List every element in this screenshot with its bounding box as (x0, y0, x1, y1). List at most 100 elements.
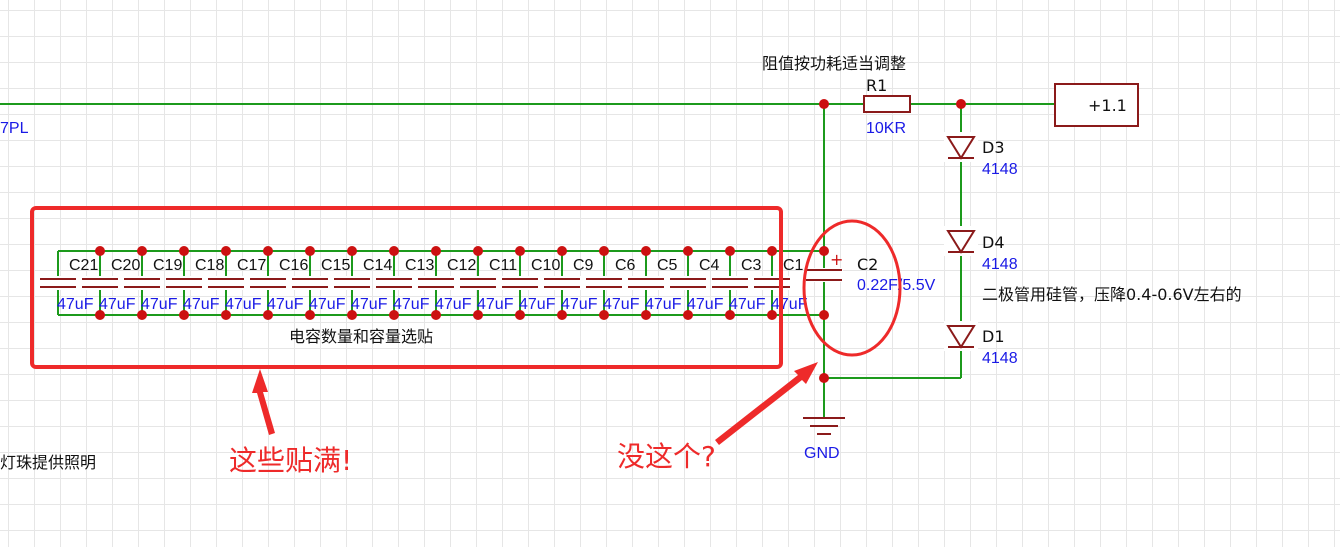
capacitor-designator: C5 (657, 257, 678, 274)
junction-dot (347, 310, 357, 320)
capacitor-designator: C17 (237, 257, 266, 274)
junction-dot (819, 373, 829, 383)
junction-dot (221, 246, 231, 256)
r1-designator: R1 (866, 76, 887, 95)
gnd-label: GND (804, 445, 840, 462)
capacitor-designator: C4 (699, 257, 720, 274)
d4-designator: D4 (982, 233, 1005, 252)
capacitor-c11: C11 47uF (459, 246, 517, 320)
capacitor-bank: C2147uFC2047uFC1947uFC1847uFC1747uFC1647… (39, 246, 808, 320)
capacitor-value: 47uF (99, 296, 136, 313)
capacitor-c17: C17 47uF (207, 246, 266, 320)
c2-capacitor (805, 268, 843, 282)
junction-dot (179, 310, 189, 320)
capacitor-c15: C15 47uF (291, 246, 350, 320)
junction-dot (473, 310, 483, 320)
junction-dot (819, 246, 829, 256)
capacitor-value: 47uF (57, 296, 94, 313)
d3-designator: D3 (982, 138, 1005, 157)
junction-dot (305, 246, 315, 256)
capacitor-designator: C10 (531, 257, 560, 274)
junction-dot (137, 246, 147, 256)
capacitor-c21: C21 47uF (39, 251, 98, 315)
lamp-note: 灯珠提供照明 (0, 453, 96, 472)
capacitor-designator: C19 (153, 257, 182, 274)
capacitor-designator: C1 (783, 257, 804, 274)
junction-dot (431, 246, 441, 256)
c2-polarity-mark: + (830, 250, 843, 269)
capacitor-value: 47uF (309, 296, 346, 313)
annotation-fill-all: 这些贴满! (229, 444, 352, 477)
junction-dot (263, 246, 273, 256)
c2-designator: C2 (857, 255, 878, 274)
capacitor-value: 47uF (519, 296, 556, 313)
capacitor-value: 47uF (435, 296, 472, 313)
capacitor-designator: C9 (573, 257, 594, 274)
r1-resistor (863, 95, 911, 113)
d1-diode (944, 321, 978, 351)
junction-dot (641, 310, 651, 320)
capacitor-c18: C18 47uF (165, 246, 224, 320)
junction-dot (179, 246, 189, 256)
resistor-note: 阻值按功耗适当调整 (762, 54, 906, 73)
junction-dot (263, 310, 273, 320)
capacitor-c10: C10 47uF (501, 246, 560, 320)
capacitor-designator: C6 (615, 257, 636, 274)
capacitor-designator: C20 (111, 257, 140, 274)
r1-value: 10KR (866, 120, 906, 137)
d4-diode (944, 226, 978, 256)
d3-value: 4148 (982, 161, 1018, 178)
junction-dot (389, 310, 399, 320)
c2-highlight-ellipse (802, 219, 902, 357)
capacitor-value: 47uF (477, 296, 514, 313)
diode-note: 二极管用硅管，压降0.4-0.6V左右的 (982, 285, 1242, 304)
junction-dot (137, 310, 147, 320)
junction-dot (599, 310, 609, 320)
junction-dot (725, 246, 735, 256)
net-label-partial: 7PL (0, 120, 29, 137)
junction-dot (767, 310, 777, 320)
junction-dot (725, 310, 735, 320)
junction-dot (683, 246, 693, 256)
junction-dot (221, 310, 231, 320)
capacitor-value: 47uF (225, 296, 262, 313)
capacitor-designator: C14 (363, 257, 392, 274)
junction-dot (683, 310, 693, 320)
capacitor-value: 47uF (561, 296, 598, 313)
capacitor-designator: C13 (405, 257, 434, 274)
c2-value: 0.22F/5.5V (857, 277, 936, 294)
arrow-to-c2 (715, 362, 818, 445)
capacitor-c14: C14 47uF (333, 246, 392, 320)
capacitor-c20: C20 47uF (81, 246, 140, 320)
capacitor-designator: C21 (69, 257, 98, 274)
capacitor-designator: C18 (195, 257, 224, 274)
capacitor-bank-note: 电容数量和容量选贴 (289, 327, 433, 346)
junction-dot (431, 310, 441, 320)
junction-dot (819, 310, 829, 320)
junction-dot (347, 246, 357, 256)
junction-dot (557, 246, 567, 256)
power-port-box (1054, 83, 1139, 127)
junction-dot (473, 246, 483, 256)
capacitor-value: 47uF (141, 296, 178, 313)
d3-diode (944, 132, 978, 162)
capacitor-bank-highlight-box (30, 206, 783, 369)
junction-dot (95, 310, 105, 320)
arrow-to-bank (252, 369, 275, 435)
junction-dot (389, 246, 399, 256)
junction-dot (956, 99, 966, 109)
junction-dot (305, 310, 315, 320)
junction-dot (641, 246, 651, 256)
capacitor-value: 47uF (603, 296, 640, 313)
junction-dot (819, 99, 829, 109)
capacitor-value: 47uF (183, 296, 220, 313)
junction-dot (515, 310, 525, 320)
junction-dot (515, 246, 525, 256)
d1-designator: D1 (982, 327, 1005, 346)
capacitor-value: 47uF (771, 296, 808, 313)
capacitor-designator: C15 (321, 257, 350, 274)
capacitor-value: 47uF (351, 296, 388, 313)
capacitor-designator: C11 (489, 257, 517, 274)
